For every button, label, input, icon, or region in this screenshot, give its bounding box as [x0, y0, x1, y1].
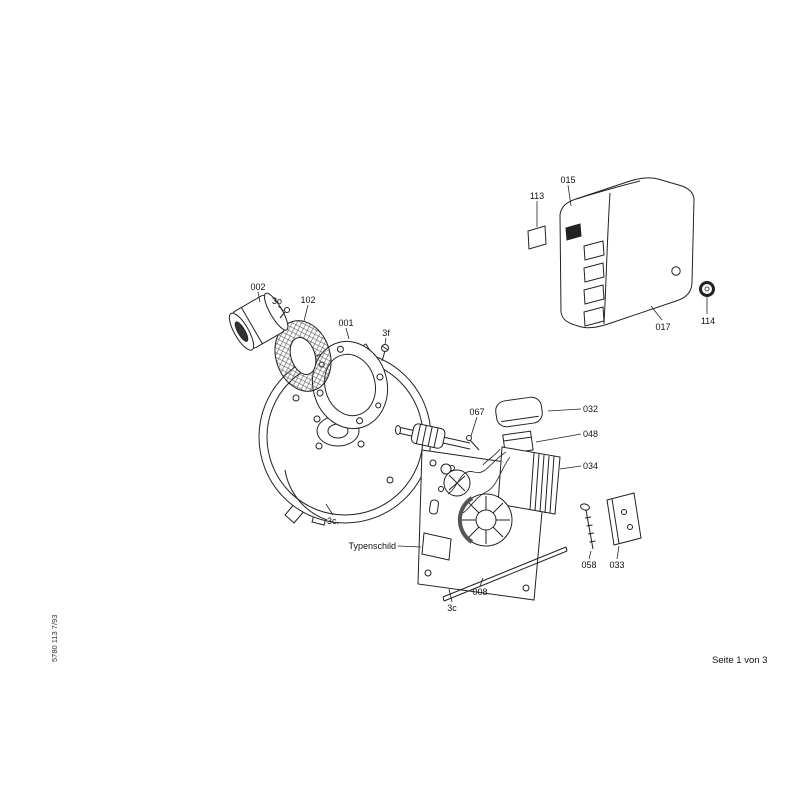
typenschild-plate	[421, 532, 452, 561]
part-labels: 015 113 017 114 002 3o 102 001 3f 3c. 06…	[250, 175, 715, 613]
screw-3o-drawing	[279, 307, 290, 319]
part-label-008: 008	[472, 587, 487, 597]
part-label-3f: 3f	[382, 328, 390, 338]
part-label-001: 001	[338, 318, 353, 328]
part-label-114: 114	[701, 316, 715, 326]
part-label-102: 102	[300, 295, 315, 305]
ignition-unit-032-drawing	[495, 396, 543, 428]
clip-113-drawing	[527, 225, 547, 250]
part-label-3c-housing: 3c.	[327, 516, 339, 526]
part-label-048: 048	[583, 429, 598, 439]
part-label-017: 017	[655, 322, 670, 332]
motor-034-drawing	[497, 446, 561, 515]
wiring-drawing	[447, 448, 511, 514]
leader-lines	[257, 184, 708, 603]
part-label-015: 015	[560, 175, 575, 185]
part-label-033: 033	[609, 560, 624, 570]
part-label-3c-plate: 3c	[447, 603, 457, 613]
part-label-3o: 3o	[272, 296, 282, 306]
bracket-033-drawing	[606, 492, 642, 546]
part-label-058: 058	[581, 560, 596, 570]
rod-008-drawing	[442, 546, 568, 602]
page-number: Seite 1 von 3	[712, 655, 767, 666]
part-label-113: 113	[530, 191, 544, 201]
part-label-067: 067	[469, 407, 484, 417]
shaft-coupling-drawing	[395, 423, 471, 450]
part-label-034: 034	[583, 461, 598, 471]
screw-3f-drawing	[381, 344, 389, 362]
document-code: 5780 113 7/93	[50, 615, 59, 662]
burner-cover-drawing	[559, 177, 695, 329]
screw-067-drawing	[466, 435, 480, 451]
part-label-032: 032	[583, 404, 598, 414]
nozzle-cone-002-drawing	[228, 292, 289, 351]
grommet-114-drawing	[699, 281, 715, 297]
screw-058-drawing	[580, 503, 596, 550]
gasket-102-drawing	[274, 320, 332, 392]
part-label-002: 002	[250, 282, 265, 292]
typenschild-label: Typenschild	[348, 541, 396, 551]
blower-wheel-drawing	[457, 493, 513, 547]
